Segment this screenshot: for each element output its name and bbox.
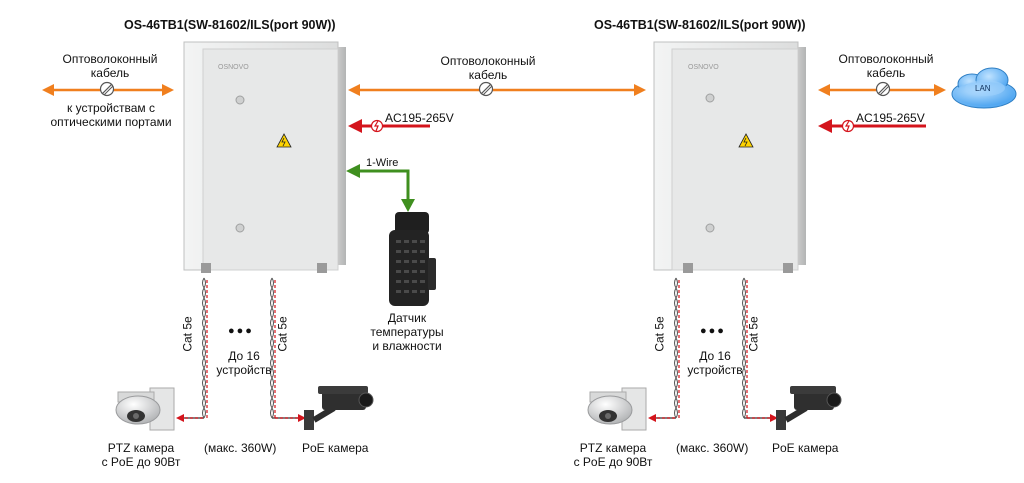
ptz-camera-label: PTZ камера с PoE до 90Вт [101, 441, 181, 469]
sensor-label: Датчик температуры и влажности [370, 311, 444, 353]
ptz-camera-icon [587, 387, 647, 431]
sensor-device-icon [389, 212, 436, 306]
fiber-mid-label: Оптоволоконный кабель [440, 54, 536, 82]
ac-power-mid-label: AC195-265V [385, 111, 454, 125]
power-line-mid [348, 119, 430, 133]
lan-label: LAN [975, 84, 991, 93]
cat5e-label: Cat 5e [652, 316, 667, 352]
ptz-camera-label: PTZ камера с PoE до 90Вт [573, 441, 653, 469]
poe-camera-label: PoE камера [302, 441, 369, 455]
right-cabinet [653, 41, 806, 273]
fiber-right-label: Оптоволоконный кабель [838, 52, 934, 80]
up-to-16-label: До 16 устройств [216, 349, 272, 377]
brand-logo: OSNOVO [688, 64, 719, 71]
fiber-connector-icon [875, 81, 891, 97]
brand-logo: OSNOVO [218, 64, 249, 71]
left-cabinet [183, 41, 346, 273]
power-icon [370, 119, 384, 133]
fiber-mid [348, 84, 646, 96]
right-cabinet-title: OS-46TB1(SW-81602/ILS(port 90W)) [594, 18, 806, 32]
poe-camera-icon [776, 386, 842, 430]
ellipsis-dots: ●●● [228, 325, 254, 337]
max-power-label: (макс. 360W) [676, 441, 749, 455]
warning-icon [276, 133, 292, 148]
max-power-label: (макс. 360W) [204, 441, 277, 455]
cat5e-label: Cat 5e [275, 316, 290, 352]
ellipsis-dots: ●●● [700, 325, 726, 337]
cat5e-label: Cat 5e [180, 316, 195, 352]
ac-power-right-label: AC195-265V [856, 111, 925, 125]
poe-camera-icon [304, 386, 374, 430]
power-line-right [818, 119, 926, 133]
poe-camera-label: PoE камера [772, 441, 839, 455]
left-cabinet-title: OS-46TB1(SW-81602/ILS(port 90W)) [124, 18, 336, 32]
cat5e-label: Cat 5e [746, 316, 761, 352]
ptz-camera-icon [115, 387, 175, 431]
lan-cloud-icon [951, 67, 1017, 109]
fiber-connector-icon [478, 81, 494, 97]
warning-icon [738, 133, 754, 148]
right-cable-group [648, 277, 778, 422]
left-cable-group [176, 277, 306, 422]
fiber-connector-icon [99, 81, 115, 97]
optical-ports-label: к устройствам с оптическими портами [50, 101, 172, 129]
up-to-16-label: До 16 устройств [687, 349, 743, 377]
power-icon [841, 119, 855, 133]
onewire-label: 1-Wire [366, 157, 399, 169]
fiber-left-label: Оптоволоконный кабель [62, 52, 158, 80]
onewire-line [346, 164, 415, 212]
